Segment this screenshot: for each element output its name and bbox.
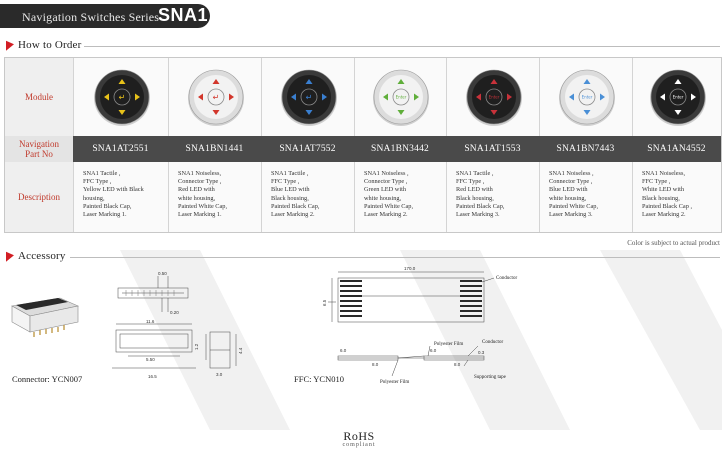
module-cell: Enter <box>632 58 721 136</box>
row-label-description: Description <box>5 162 73 232</box>
module-cell: ↵ <box>261 58 354 136</box>
series-name: Navigation Switches Series <box>22 10 160 24</box>
red-flag-icon <box>6 250 14 262</box>
part-number: SNA1AT7552 <box>279 144 336 154</box>
center-mark: ↵ <box>305 93 312 102</box>
color-note: Color is subject to actual product <box>627 239 720 247</box>
ffc-dim-seg4: 8.0 <box>454 362 461 367</box>
navigation-switch-image: ↵ <box>280 69 337 126</box>
navigation-switch-image: ↵ <box>93 69 150 126</box>
how-to-order-heading: How to Order <box>6 39 82 51</box>
part-number-row: SNA1AT2551 SNA1BN1441 SNA1AT7552 SNA1BN3442… <box>73 136 721 162</box>
module-cell: Enter <box>539 58 632 136</box>
row-label-module: Module <box>5 58 73 136</box>
part-number: SNA1AN4552 <box>647 144 706 154</box>
center-mark: Enter <box>396 95 407 100</box>
center-mark: ↵ <box>118 93 125 102</box>
dim-width: 11.6 <box>146 319 155 324</box>
accessory-heading: Accessory <box>6 250 66 262</box>
navigation-switch-image: ↵ <box>187 69 244 126</box>
center-mark: Enter <box>672 95 683 100</box>
ffc-dim-length: 170.0 <box>404 266 416 271</box>
dim-depth: 3.0 <box>216 372 223 377</box>
navigation-switch-image: Enter <box>649 69 706 126</box>
part-number: SNA1AT1553 <box>464 144 521 154</box>
ffc-label-supporting-tape: Supporting tape <box>474 375 507 380</box>
ffc-dim-width: 6.5 <box>322 299 327 306</box>
how-to-order-title: How to Order <box>18 39 82 51</box>
row-label-part-no: Navigation Part No <box>5 136 73 162</box>
product-description: SNA1 Tactile , FFC Type , Red LED with B… <box>456 170 505 219</box>
series-header: Navigation Switches Series SNA1 <box>0 4 210 28</box>
dim-pitch: 0.20 <box>170 310 179 315</box>
product-description: SNA1 Tactile , FFC Type , Yellow LED wit… <box>83 170 144 219</box>
ffc-dim-seg3: 6.0 <box>430 348 437 353</box>
connector-drawing: 0.50 0.20 11.6 5.50 16.5 1.2 4.4 3.0 <box>112 271 243 379</box>
ffc-label-polyester-film-2: Polyester Film <box>380 380 409 385</box>
rohs-logo: RoHS compliant <box>338 430 380 449</box>
ffc-label-conductor: Conductor <box>496 276 517 281</box>
section-rule <box>84 46 720 47</box>
ffc-label-conductor-2: Conductor <box>482 340 503 345</box>
part-number: SNA1AT2551 <box>92 144 149 154</box>
rohs-sub: compliant <box>342 442 376 448</box>
connector-caption: Connector: YCN007 <box>12 374 83 384</box>
rohs-mark: RoHS <box>343 429 375 443</box>
ffc-drawing: 170.0 6.5 6.0 8.0 6.0 8.0 0.3 Conductor … <box>322 266 517 385</box>
ffc-caption: FFC: YCN010 <box>294 374 344 384</box>
product-description: SNA1 Noiseless, FFC Type , White LED wit… <box>642 170 693 219</box>
ffc-dim-t: 0.3 <box>478 350 485 355</box>
series-model: SNA1 <box>158 5 209 25</box>
product-description: SNA1 Noiseless, Connector Type , Red LED… <box>178 170 228 219</box>
connector-photo <box>11 297 79 337</box>
product-description: SNA1 Tactile , FFC Type , Blue LED with … <box>271 170 320 219</box>
center-mark: ↵ <box>212 93 219 102</box>
dim-top: 0.50 <box>158 271 167 276</box>
part-number: SNA1BN7443 <box>556 144 615 154</box>
center-mark: Enter <box>581 95 592 100</box>
navigation-switch-image: Enter <box>465 69 522 126</box>
module-cell: ↵ <box>168 58 261 136</box>
center-mark: Enter <box>488 95 499 100</box>
part-number: SNA1BN3442 <box>371 144 429 154</box>
navigation-switch-image: Enter <box>373 69 429 126</box>
part-number: SNA1BN1441 <box>185 144 244 154</box>
ffc-label-polyester-film: Polyester Film <box>434 342 463 347</box>
order-table: Module Navigation Part No Description ↵ ↵… <box>4 57 722 233</box>
ffc-dim-seg2: 8.0 <box>372 362 379 367</box>
dim-h2: 4.4 <box>238 347 243 354</box>
direction-arrow-icon <box>599 93 605 101</box>
section-rule <box>70 257 720 258</box>
dim-h1: 1.2 <box>194 343 199 350</box>
product-description: SNA1 Noiseless , Connector Type , Blue L… <box>549 170 599 219</box>
ffc-dim-seg1: 6.0 <box>340 348 347 353</box>
red-flag-icon <box>6 39 14 51</box>
module-cell: ↵ <box>73 58 168 136</box>
product-description: SNA1 Noiseless , Connector Type , Green … <box>364 170 414 219</box>
module-cell: Enter <box>354 58 446 136</box>
module-cell: Enter <box>446 58 539 136</box>
dim-total: 16.5 <box>148 374 157 379</box>
navigation-switch-image: Enter <box>558 69 615 126</box>
dim-span: 5.50 <box>146 357 155 362</box>
accessory-title: Accessory <box>18 250 66 262</box>
